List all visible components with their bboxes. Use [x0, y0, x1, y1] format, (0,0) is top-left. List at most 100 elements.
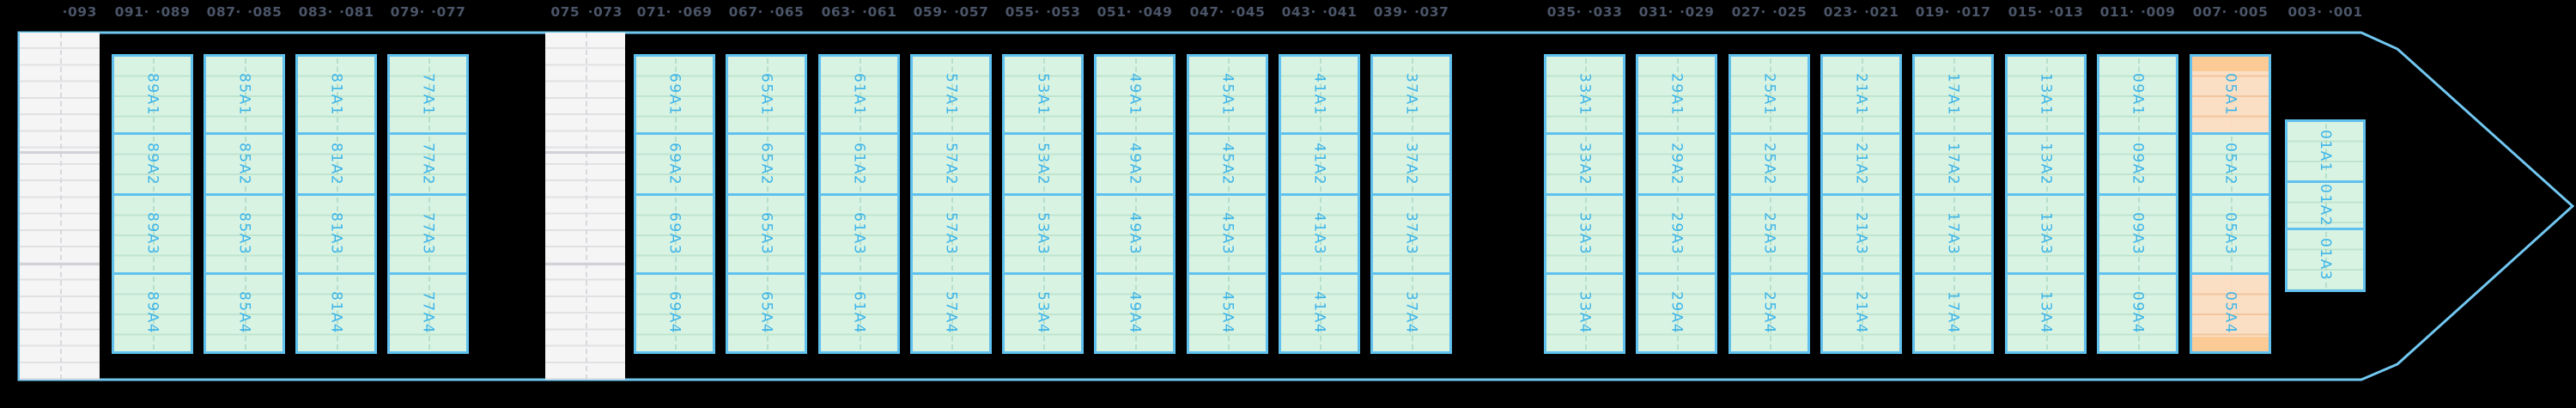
bay-cell[interactable]: 09A2 [2097, 132, 2178, 196]
bay-cell[interactable]: 29A1 [1636, 54, 1717, 135]
bay-cell[interactable]: 81A1 [295, 54, 377, 135]
bay-cell[interactable]: 45A4 [1187, 272, 1268, 354]
bay-cell[interactable]: 25A1 [1728, 54, 1810, 135]
bay-cell[interactable]: 21A1 [1820, 54, 1902, 135]
bay-cell[interactable]: 45A1 [1187, 54, 1268, 135]
bay-cell[interactable]: 89A2 [112, 132, 193, 196]
bay-cell[interactable]: 17A1 [1912, 54, 1994, 135]
bay-cell[interactable]: 81A3 [295, 193, 377, 275]
bay-cell[interactable]: 77A4 [387, 272, 469, 354]
bay-cell[interactable]: 09A3 [2097, 193, 2178, 275]
bay-cell[interactable]: 65A4 [726, 272, 807, 354]
bay-cell[interactable]: 53A4 [1002, 272, 1084, 354]
cell-centerline [428, 277, 430, 350]
bay-cell[interactable]: 33A2 [1544, 132, 1625, 196]
bay-cell[interactable]: 05A4 [2190, 272, 2271, 354]
bay-cell[interactable]: 41A2 [1279, 132, 1360, 196]
bay-cell[interactable]: 49A4 [1094, 272, 1176, 354]
bay-cell[interactable]: 17A4 [1912, 272, 1994, 354]
bay-cell[interactable]: 81A2 [295, 132, 377, 196]
bay-cell[interactable]: 29A4 [1636, 272, 1717, 354]
bay-cell[interactable]: 41A3 [1279, 193, 1360, 275]
cell-centerline [1042, 198, 1045, 271]
bay-cell[interactable]: 17A3 [1912, 193, 1994, 275]
bay-cell[interactable]: 77A1 [387, 54, 469, 135]
bay-cell[interactable]: 05A1 [2190, 54, 2271, 135]
bay-cell[interactable]: 85A3 [204, 193, 285, 275]
bay-cell[interactable]: 21A2 [1820, 132, 1902, 196]
bay-cell[interactable]: 37A4 [1370, 272, 1452, 354]
bay-cell[interactable]: 17A2 [1912, 132, 1994, 196]
bay-cell[interactable]: 89A4 [112, 272, 193, 354]
bay-cell[interactable]: 57A2 [910, 132, 992, 196]
bay-cell[interactable]: 33A1 [1544, 54, 1625, 135]
bay-cell[interactable]: 45A2 [1187, 132, 1268, 196]
cell-centerline [1769, 198, 1771, 271]
bay-cell[interactable]: 77A3 [387, 193, 469, 275]
bay-cell[interactable]: 53A1 [1002, 54, 1084, 135]
bay-cell[interactable]: 53A3 [1002, 193, 1084, 275]
bay-cell[interactable]: 49A2 [1094, 132, 1176, 196]
bay-cell[interactable]: 01A3 [2285, 228, 2366, 292]
bay-cell-label: 81A4 [327, 291, 345, 335]
bay-cell[interactable]: 05A2 [2190, 132, 2271, 196]
bay-cell[interactable]: 57A4 [910, 272, 992, 354]
bay-cell[interactable]: 65A2 [726, 132, 807, 196]
bay-cell[interactable]: 05A3 [2190, 193, 2271, 275]
bay-cell[interactable]: 61A1 [818, 54, 900, 135]
bay-cell[interactable]: 61A3 [818, 193, 900, 275]
bay-cell[interactable]: 69A4 [634, 272, 715, 354]
bay-cell[interactable]: 13A2 [2005, 132, 2087, 196]
bay-cell[interactable]: 41A1 [1279, 54, 1360, 135]
bay-cell[interactable]: 29A3 [1636, 193, 1717, 275]
bay-cell[interactable]: 85A1 [204, 54, 285, 135]
bay-cell-label: 13A4 [2037, 291, 2055, 335]
bay-number-tick: ·081 [339, 4, 374, 20]
bay-cell[interactable]: 13A3 [2005, 193, 2087, 275]
bay-cell[interactable]: 65A1 [726, 54, 807, 135]
bay-cell[interactable]: 77A2 [387, 132, 469, 196]
cell-centerline [2230, 137, 2233, 192]
bay-cell[interactable]: 81A4 [295, 272, 377, 354]
bay-cell[interactable]: 85A4 [204, 272, 285, 354]
bay-cell[interactable]: 29A2 [1636, 132, 1717, 196]
bay-cell-label: 37A4 [1402, 291, 1420, 335]
bay-cell[interactable]: 01A1 [2285, 119, 2366, 183]
bay-cell[interactable]: 25A4 [1728, 272, 1810, 354]
bay-cell-label: 77A4 [419, 291, 437, 335]
bay-cell[interactable]: 89A3 [112, 193, 193, 275]
bay-cell[interactable]: 65A3 [726, 193, 807, 275]
bay-cell[interactable]: 57A3 [910, 193, 992, 275]
bay-cell[interactable]: 13A4 [2005, 272, 2087, 354]
bay-number-tick: ·085 [247, 4, 283, 20]
bay-cell[interactable]: 49A1 [1094, 54, 1176, 135]
bay-cell[interactable]: 09A1 [2097, 54, 2178, 135]
bay-cell[interactable]: 21A4 [1820, 272, 1902, 354]
cell-centerline [1134, 198, 1137, 271]
bay-cell[interactable]: 69A2 [634, 132, 715, 196]
bay-cell[interactable]: 21A3 [1820, 193, 1902, 275]
bay-cell[interactable]: 37A3 [1370, 193, 1452, 275]
bay-cell[interactable]: 85A2 [204, 132, 285, 196]
bay-cell[interactable]: 69A1 [634, 54, 715, 135]
bay-cell[interactable]: 69A3 [634, 193, 715, 275]
bay-cell[interactable]: 41A4 [1279, 272, 1360, 354]
bay-cell[interactable]: 01A2 [2285, 180, 2366, 230]
bay-cell[interactable]: 57A1 [910, 54, 992, 135]
bay-cell[interactable]: 33A4 [1544, 272, 1625, 354]
bay-cell[interactable]: 25A2 [1728, 132, 1810, 196]
bay-cell[interactable]: 37A2 [1370, 132, 1452, 196]
bay-cell[interactable]: 49A3 [1094, 193, 1176, 275]
bay-cell[interactable]: 37A1 [1370, 54, 1452, 135]
bay-cell[interactable]: 33A3 [1544, 193, 1625, 275]
bay-cell[interactable]: 89A1 [112, 54, 193, 135]
bay-cell[interactable]: 45A3 [1187, 193, 1268, 275]
bay-cell[interactable]: 61A4 [818, 272, 900, 354]
bay-cell[interactable]: 61A2 [818, 132, 900, 196]
bay-cell[interactable]: 25A3 [1728, 193, 1810, 275]
bay-cell[interactable]: 13A1 [2005, 54, 2087, 135]
bay-cell[interactable]: 53A2 [1002, 132, 1084, 196]
bay-cell[interactable]: 09A4 [2097, 272, 2178, 354]
